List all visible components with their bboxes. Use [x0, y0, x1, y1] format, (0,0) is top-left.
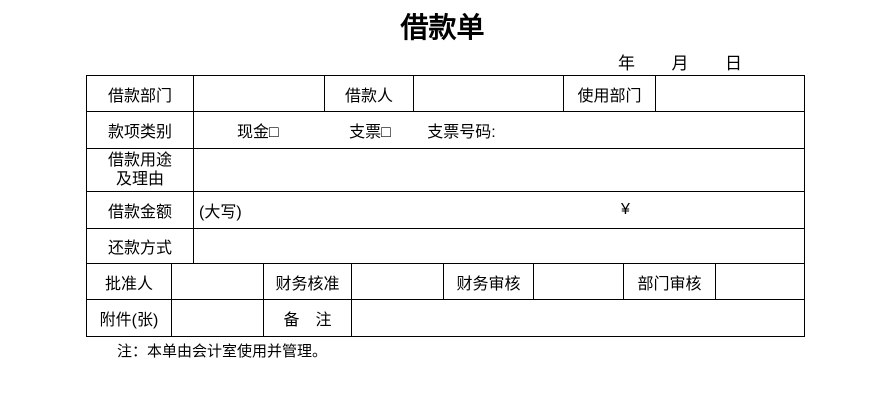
date-year-label: 年: [618, 54, 635, 73]
payment-type-label: 款项类别: [86, 111, 194, 149]
table-row: 批准人 财务核准 财务审核 部门审核: [86, 263, 805, 300]
date-month-label: 月: [671, 54, 689, 73]
using-dept-input-cell[interactable]: [655, 75, 805, 112]
amount-in-words-label: (大写): [199, 204, 242, 221]
table-row: 借款用途 及理由: [86, 148, 805, 192]
form-grid-lower: 批准人 财务核准 财务审核 部门审核 附件(张) 备 注: [86, 263, 805, 337]
table-row: 借款金额 (大写) ¥: [86, 191, 805, 229]
dept-audit-input-cell[interactable]: [715, 263, 805, 300]
cheque-checkbox-option[interactable]: 支票□: [349, 124, 391, 141]
form-grid-upper: 借款部门 借款人 使用部门 款项类别 现金□ 支票□ 支票号码: 借款用途 及理…: [86, 75, 805, 264]
repayment-method-label: 还款方式: [86, 228, 194, 264]
borrow-dept-label: 借款部门: [86, 75, 194, 112]
finance-audit-input-cell[interactable]: [533, 263, 624, 300]
date-day-label: 日: [725, 54, 742, 73]
cash-checkbox-option[interactable]: 现金□: [237, 124, 279, 141]
amount-label: 借款金额: [86, 191, 194, 229]
borrower-input-cell[interactable]: [413, 75, 564, 112]
table-row: 款项类别 现金□ 支票□ 支票号码:: [86, 111, 805, 149]
finance-approval-input-cell[interactable]: [351, 263, 444, 300]
approver-input-cell[interactable]: [171, 263, 264, 300]
attachments-input-cell[interactable]: [171, 299, 264, 337]
dept-audit-label: 部门审核: [623, 263, 716, 300]
purpose-label-line2: 及理由: [115, 171, 164, 188]
amount-input-cell[interactable]: (大写) ¥: [193, 191, 805, 229]
table-row: 附件(张) 备 注: [86, 299, 805, 337]
page-title: 借款单: [400, 12, 485, 43]
using-dept-label: 使用部门: [563, 75, 656, 112]
remarks-input-cell[interactable]: [351, 299, 805, 337]
purpose-label: 借款用途 及理由: [86, 148, 194, 192]
table-row: 还款方式: [86, 228, 805, 264]
finance-audit-label: 财务审核: [443, 263, 534, 300]
attachments-label: 附件(张): [86, 299, 172, 337]
approver-label: 批准人: [86, 263, 172, 300]
currency-symbol: ¥: [621, 201, 630, 218]
borrow-dept-input-cell[interactable]: [193, 75, 325, 112]
remarks-label: 备 注: [263, 299, 352, 337]
repayment-method-input-cell[interactable]: [193, 228, 805, 264]
purpose-label-line1: 借款用途: [107, 152, 172, 169]
table-row: 借款部门 借款人 使用部门: [86, 75, 805, 112]
loan-form-table: 借款部门 借款人 使用部门 款项类别 现金□ 支票□ 支票号码: 借款用途 及理…: [86, 75, 805, 337]
date-line: 年 月 日: [618, 49, 742, 74]
cheque-number-label: 支票号码:: [427, 124, 496, 141]
finance-approval-label: 财务核准: [263, 263, 352, 300]
borrower-label: 借款人: [324, 75, 414, 112]
purpose-input-cell[interactable]: [193, 148, 805, 192]
payment-type-options-cell: 现金□ 支票□ 支票号码:: [193, 111, 805, 149]
footer-note: 注：本单由会计室使用并管理。: [117, 343, 328, 360]
